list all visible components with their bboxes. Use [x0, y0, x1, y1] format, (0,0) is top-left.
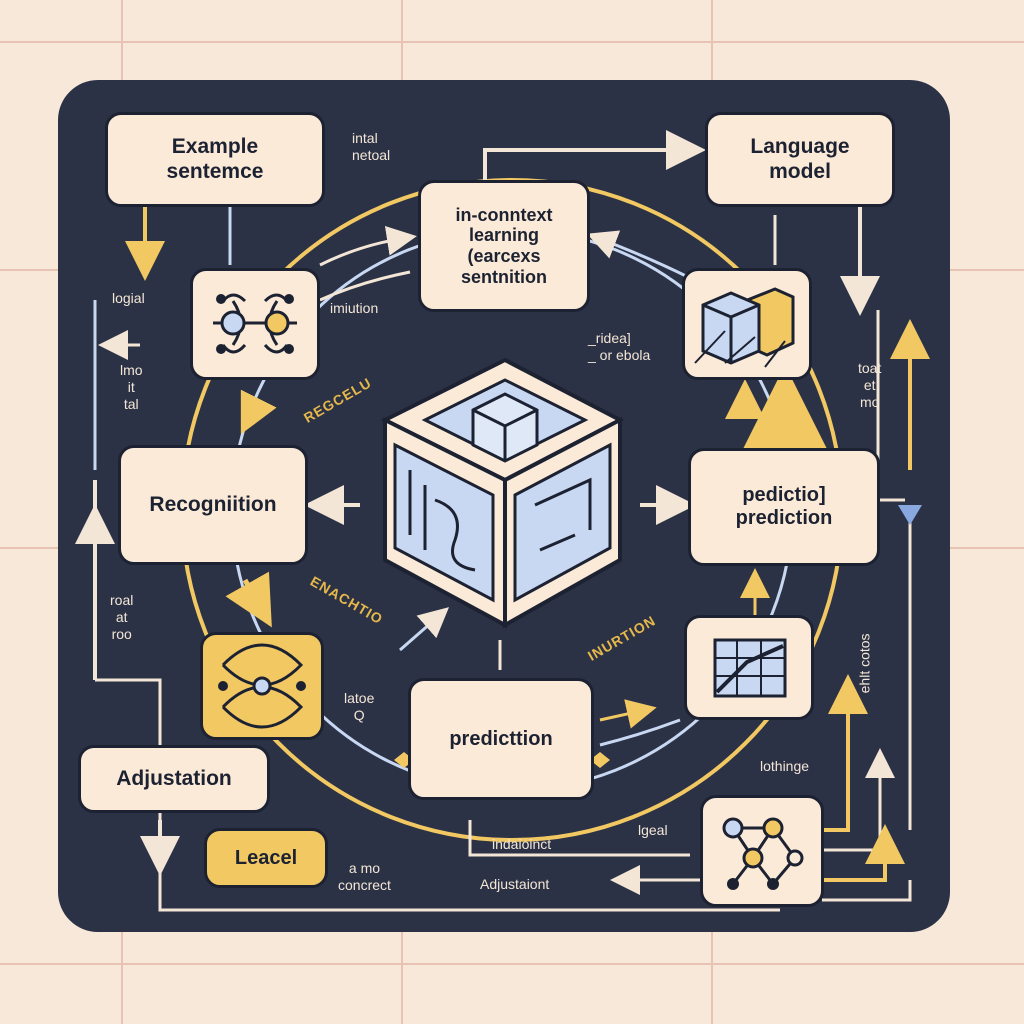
language-model-box[interactable]: Language model	[705, 112, 895, 207]
graph-node-icon	[700, 795, 824, 907]
label-toal-ino: toat et mo	[858, 360, 882, 410]
leacel-label: Leacel	[234, 846, 298, 869]
label-imiution: imiution	[330, 300, 379, 316]
label-imo-tal: lmo it tal	[120, 362, 143, 412]
label-ehlt-cotos: ehlt cotos	[856, 633, 873, 694]
leacel-box[interactable]: Leacel	[204, 828, 328, 888]
in-context-learning-box[interactable]: in-conntext learning (earcexs sentnition	[418, 180, 590, 312]
recognition-label: Recogniition	[149, 492, 277, 516]
adjustation-label: Adjustation	[116, 766, 232, 790]
label-lothinge: lothinge	[760, 758, 810, 774]
label-adjustaiont: Adjustaiont	[480, 876, 550, 892]
adjustation-box[interactable]: Adjustation	[78, 745, 270, 813]
in-context-learning-label: in-conntext learning (earcexs sentnition	[455, 204, 553, 287]
label-intal-netoal: intal netoal	[352, 130, 391, 163]
cube-icon	[682, 268, 812, 380]
language-model-label: Language model	[750, 135, 850, 183]
label-logial: logial	[112, 290, 145, 306]
recognition-box[interactable]: Recogniition	[118, 445, 308, 565]
prediction-bottom-label: predicttion	[449, 727, 553, 750]
example-sentence-box[interactable]: Example sentemce	[105, 112, 325, 207]
network-knot-icon	[200, 632, 324, 740]
label-indaioinct: indaioinct	[492, 836, 552, 852]
line-chart-icon	[684, 615, 814, 720]
prediction-bottom-box[interactable]: predicttion	[408, 678, 594, 800]
label-ano-concrect: a mo concrect	[338, 860, 391, 893]
label-roal-roo: roal at roo	[110, 592, 134, 642]
label-latoe-q: latoe Q	[344, 690, 375, 723]
molecule-icon	[190, 268, 320, 380]
label-ridea: _ridea] _ or ebola	[588, 330, 651, 363]
prediction-right-label: pedictio] prediction	[735, 484, 833, 529]
prediction-right-box[interactable]: pedictio] prediction	[688, 448, 880, 566]
example-sentence-label: Example sentemce	[166, 135, 264, 183]
label-lgeal: lgeal	[638, 822, 668, 838]
central-cube-icon	[365, 350, 635, 635]
